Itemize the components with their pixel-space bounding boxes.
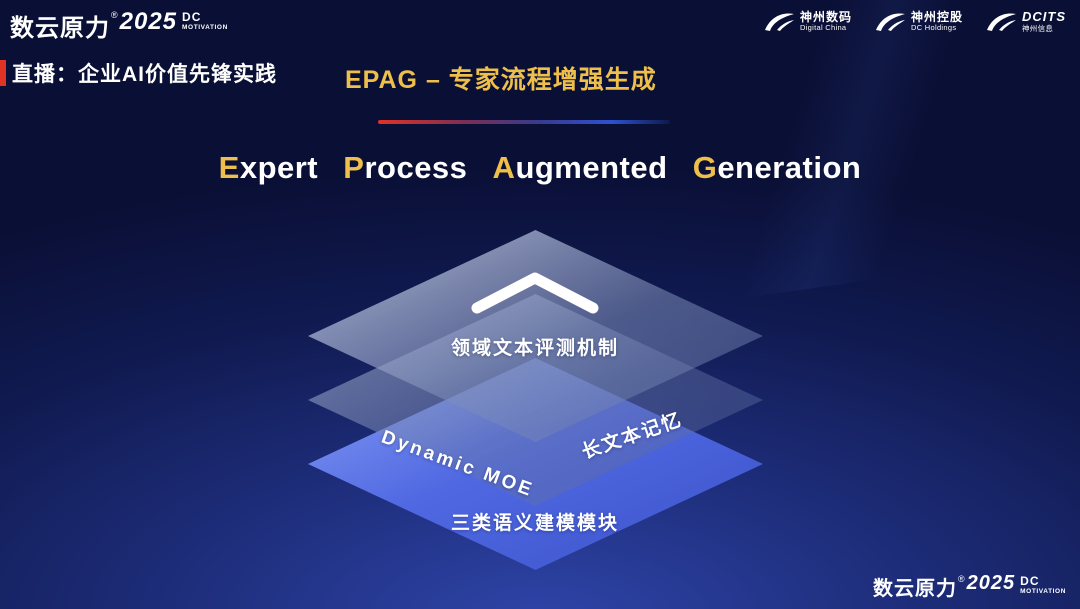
brand-sub-motivation: MOTIVATION — [1020, 588, 1066, 595]
headline-word-process: Process — [343, 150, 467, 185]
layer-middle-plate — [308, 294, 763, 506]
brand-sub-dc: DC — [182, 10, 202, 24]
swoosh-icon — [875, 13, 905, 31]
live-label-row: 直播：企业AI价值先锋实践 — [0, 58, 277, 88]
swoosh-icon — [987, 13, 1016, 31]
red-accent-bar — [0, 60, 6, 86]
partner-name: 神州数码 — [799, 9, 852, 24]
registered-mark: ® — [958, 574, 965, 584]
headline-initial: P — [343, 150, 365, 185]
headline: Expert Process Augmented Generation — [0, 150, 1080, 186]
logo-dc-holdings: 神州控股 DC Holdings — [874, 9, 963, 33]
swoosh-icon — [764, 13, 794, 31]
headline-initial: A — [492, 150, 516, 185]
registered-mark: ® — [111, 10, 118, 20]
partner-sub: DC Holdings — [910, 23, 957, 33]
partner-logos: 神州数码 Digital China 神州控股 DC Holdings DCIT… — [763, 9, 1066, 34]
logo-digital-china: 神州数码 Digital China — [763, 9, 852, 33]
brand-year: 2025 — [966, 572, 1016, 594]
long-text-memory-label: 长文本记忆 — [579, 409, 686, 464]
headline-initial: G — [692, 150, 718, 185]
headline-initial: E — [218, 150, 240, 185]
headline-rest: ugmented — [515, 150, 668, 185]
headline-word-augmented: Augmented — [493, 150, 668, 185]
brand-sub-motivation: MOTIVATION — [182, 24, 228, 31]
brand-subtitle: DC MOTIVATION — [182, 8, 228, 32]
live-label: 直播：企业AI价值先锋实践 — [12, 63, 277, 86]
layer-top-label: 领域文本评测机制 — [450, 338, 619, 359]
chevron-up-icon — [465, 266, 605, 323]
layer-bottom-label: 三类语义建模模块 — [450, 513, 619, 534]
brand-logo-top-left: 数云原力 ® 2025 DC MOTIVATION — [10, 8, 228, 43]
brand-name: 数云原力 — [873, 578, 958, 600]
brand-year: 2025 — [119, 8, 178, 35]
logo-text: 神州数码 Digital China — [799, 9, 852, 33]
layer-top-plate — [308, 230, 763, 442]
layer-bottom-plate — [308, 358, 763, 570]
logo-dcits: DCITS 神州信息 — [985, 9, 1066, 34]
logo-text: 神州控股 DC Holdings — [910, 9, 963, 33]
logo-text: DCITS 神州信息 — [1022, 9, 1066, 34]
partner-name: 神州控股 — [910, 9, 963, 24]
brand-subtitle: DC MOTIVATION — [1020, 572, 1066, 596]
headline-rest: eneration — [717, 150, 862, 185]
partner-sub: Digital China — [799, 23, 847, 33]
headline-word-expert: Expert — [219, 150, 319, 185]
headline-word-generation: Generation — [693, 150, 862, 185]
brand-sub-dc: DC — [1020, 574, 1040, 588]
page-title: EPAG – 专家流程增强生成 — [345, 66, 657, 94]
brand-name: 数云原力 — [10, 15, 110, 42]
dynamic-moe-label: Dynamic MOE — [378, 426, 537, 502]
gradient-divider — [378, 120, 670, 124]
brand-logo-bottom-right: 数云原力 ® 2025 DC MOTIVATION — [873, 572, 1066, 601]
headline-rest: xpert — [239, 150, 319, 185]
partner-sub: 神州信息 — [1022, 23, 1054, 33]
headline-rest: rocess — [364, 150, 468, 185]
partner-name: DCITS — [1022, 9, 1066, 24]
